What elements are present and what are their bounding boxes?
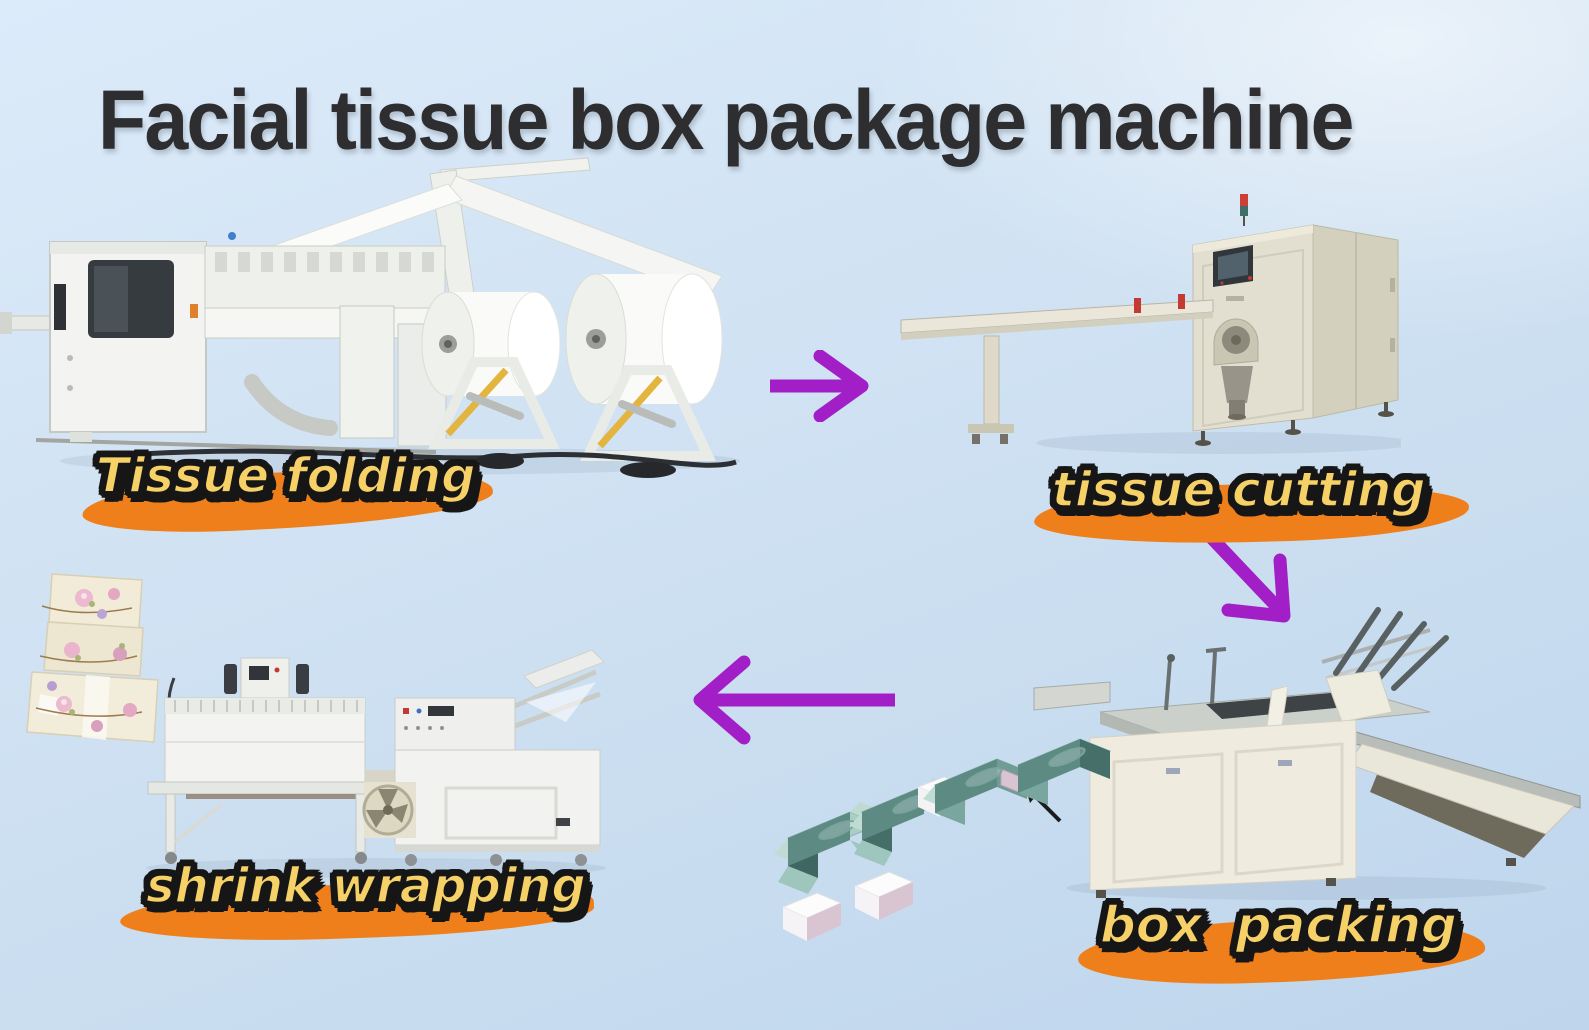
boxed-product-stack xyxy=(26,573,159,743)
box-packing-machine xyxy=(1033,607,1581,900)
shrink-wrapping-machine xyxy=(146,649,606,878)
work-deck xyxy=(1099,647,1431,750)
cutting-head xyxy=(1213,318,1259,420)
stage-label-box-packing: box packing xyxy=(1077,895,1486,990)
transfer-belt xyxy=(365,770,395,784)
paper-roll-2 xyxy=(565,273,723,405)
carton-closed xyxy=(1016,738,1112,805)
stage-label-text: box packing xyxy=(1099,895,1457,955)
paper-roll-1 xyxy=(421,291,561,397)
l-bar-sealer xyxy=(362,649,605,866)
stage-label-tissue-cutting: tissue cutting xyxy=(1033,461,1471,548)
stage-label-text: tissue cutting xyxy=(1051,461,1426,519)
arrow-packing-to-wrapping xyxy=(693,655,895,745)
page-title: Facial tissue box package machine xyxy=(98,73,1354,168)
log-conveyor xyxy=(900,294,1214,444)
outfeed-conveyor xyxy=(1347,731,1581,858)
carton-filled xyxy=(923,758,1029,825)
cutting-cabinet xyxy=(1192,224,1399,432)
stage-label-tissue-folding: Tissue folding xyxy=(80,447,495,539)
stage-label-text: shrink wrapping xyxy=(145,857,586,915)
control-display xyxy=(1213,245,1253,301)
cabinet-feet xyxy=(1195,402,1394,446)
stage-label-text: Tissue folding xyxy=(95,447,476,505)
floral-tissue-box-stack xyxy=(26,573,159,743)
tissue-folding-machine xyxy=(0,157,740,478)
white-tissue-stack xyxy=(853,871,915,920)
white-tissue-stack xyxy=(781,892,843,941)
arrow-folding-to-cutting xyxy=(770,350,869,422)
packing-feet xyxy=(1096,858,1516,898)
tissue-box-folding-sequence xyxy=(774,738,1112,941)
stage-label-shrink-wrapping: shrink wrapping xyxy=(119,857,595,947)
side-tray xyxy=(1033,681,1111,711)
carton-feeder xyxy=(1321,607,1449,691)
machine-base xyxy=(35,432,737,478)
tissue-cutting-machine xyxy=(900,194,1401,454)
roll-stands xyxy=(428,357,716,461)
shrink-tunnel xyxy=(147,657,391,864)
arrow-cutting-to-packing xyxy=(1201,527,1291,623)
signal-light xyxy=(1240,194,1248,226)
packing-cabinet xyxy=(1089,719,1357,891)
folding-cabinet xyxy=(49,232,236,433)
